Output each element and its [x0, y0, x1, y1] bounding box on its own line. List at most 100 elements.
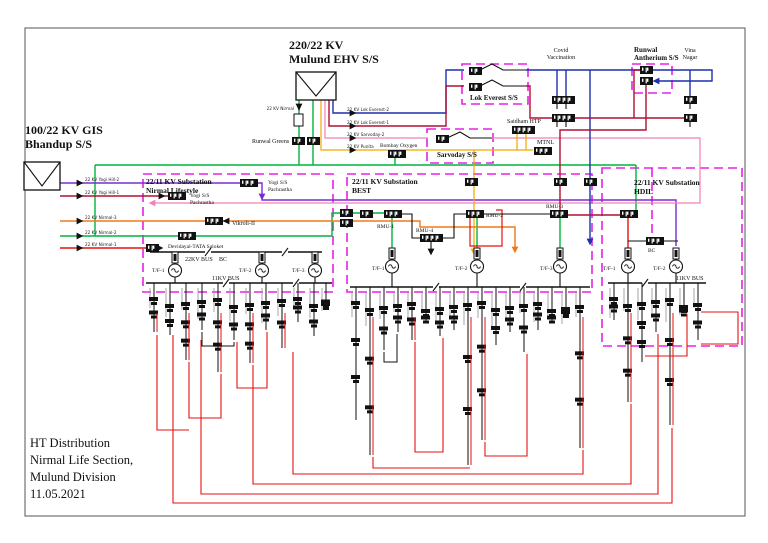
fuse-icon	[674, 250, 678, 257]
switchgear-slit	[299, 138, 301, 142]
switchgear-slit	[478, 211, 480, 215]
rmu3-box	[550, 210, 568, 218]
feeder-switch-icon	[625, 373, 631, 377]
red-interconnect-loop	[188, 362, 222, 419]
switchgear-slit	[342, 210, 344, 214]
arrowhead-icon	[258, 193, 266, 201]
switchgear-slit	[546, 148, 548, 152]
feeder-switch-icon	[279, 304, 285, 307]
switchgear-slit	[148, 245, 150, 249]
tf-label: T/F-3	[292, 268, 305, 274]
feeder-switch-icon	[435, 307, 444, 311]
best-substation-name: BEST	[352, 186, 371, 195]
arrowhead-icon	[76, 179, 84, 187]
switchgear-slit	[294, 138, 296, 142]
breaker-slash-icon	[641, 278, 649, 288]
rmu2-box	[466, 210, 484, 218]
nirmal-22kv-bus-label: 22KV BUS	[185, 257, 213, 263]
transformer-winding	[473, 264, 481, 269]
punita-line	[320, 100, 533, 151]
feeder-switch-icon	[507, 322, 513, 326]
switchgear-slit	[569, 115, 571, 119]
arrowhead-icon	[349, 122, 357, 130]
arrowhead-icon	[76, 192, 84, 200]
feeder-switch-icon	[407, 317, 416, 322]
vikhroli-switch	[205, 217, 223, 225]
feeder-switch-icon	[151, 302, 157, 305]
switchgear-slit	[437, 235, 439, 239]
switchgear-slit	[180, 193, 182, 197]
feeder-switch-icon	[547, 315, 556, 320]
switchgear-slit	[557, 211, 559, 215]
best-substation-title: 22/11 KV Substation	[352, 177, 419, 186]
switchgear-slit	[250, 180, 252, 186]
switchgear-slit	[645, 78, 647, 84]
switchgear-slit	[559, 97, 561, 101]
feeder-switch-icon	[353, 343, 359, 346]
page-border	[24, 27, 746, 517]
switchgear-slit	[427, 235, 429, 239]
switchgear-slit	[347, 220, 349, 224]
feeder-switch-icon	[535, 307, 541, 310]
switchgear-slit	[567, 97, 569, 103]
switchgear-slit	[541, 148, 543, 152]
switchgear-slit	[443, 136, 445, 140]
rmu4-label: RMU-4	[416, 228, 433, 234]
yogi2-switch	[240, 179, 258, 187]
feeder-switch-icon	[395, 320, 401, 324]
lok-everest-box	[461, 63, 529, 105]
rmu1-rmu4-link	[401, 213, 420, 239]
mtnl-switch	[534, 147, 552, 155]
switchgear-slit	[314, 138, 316, 142]
switchgear-slit	[645, 67, 647, 73]
transformer-winding	[258, 268, 266, 273]
feeder-switch-icon	[667, 383, 673, 386]
feeder-switch-icon	[609, 304, 618, 309]
breaker-slash-icon	[292, 278, 300, 288]
switchgear-slit	[522, 127, 524, 133]
switchgear-slit	[474, 68, 476, 74]
tf-label: T/F-3	[540, 266, 553, 272]
feeder-switch-icon	[561, 307, 570, 311]
feeder-switch-icon	[653, 305, 659, 308]
switchgear-slit	[468, 211, 470, 215]
feeder-switch-icon	[549, 320, 555, 324]
feeder-switch-icon	[409, 322, 415, 326]
rmu2-red-loop	[469, 209, 503, 247]
switchgear-slit	[151, 245, 153, 251]
feeder-switch-icon	[367, 361, 373, 365]
feeder-switch-icon	[577, 402, 583, 406]
arrowhead-icon	[158, 192, 166, 200]
red-interconnect-loop	[172, 335, 673, 504]
switchgear-slit	[476, 211, 478, 217]
yogi1-label: Yogi S/S	[190, 193, 209, 199]
switchgear-slit	[658, 238, 660, 242]
feeder-switch-icon	[293, 305, 302, 310]
switchgear-slit	[471, 68, 473, 72]
switchgear-slit	[647, 67, 649, 71]
mtnl-label: MTNL	[537, 140, 554, 146]
feeder-switch-icon	[213, 320, 222, 325]
feeder-switch-icon	[379, 306, 388, 310]
feeder-switch-icon	[149, 297, 158, 301]
feeder-switch-icon	[451, 320, 457, 324]
transformer-winding	[672, 264, 680, 269]
feeder-switch-icon	[435, 320, 444, 325]
feeder-switch-icon	[639, 326, 645, 329]
sarvoday2-return	[152, 137, 701, 204]
switchgear-slit	[632, 211, 634, 215]
switchgear-slit	[467, 179, 469, 183]
feeder-switch-icon	[623, 304, 632, 308]
feeder-switch-icon	[277, 299, 286, 303]
switchgear-slit	[529, 127, 531, 131]
line-label: 22 KV Punita	[347, 144, 374, 149]
feeder-switch-icon	[149, 310, 158, 315]
feeder-switch-icon	[365, 405, 374, 410]
feeder-switch-icon	[261, 313, 270, 318]
feeder-switch-icon	[639, 345, 645, 348]
red-interconnect-loop	[252, 365, 632, 485]
switchgear-slit	[345, 220, 347, 226]
switchgear-slit	[183, 233, 185, 239]
switchgear-slit	[642, 78, 644, 82]
switchgear-slit	[245, 180, 247, 186]
